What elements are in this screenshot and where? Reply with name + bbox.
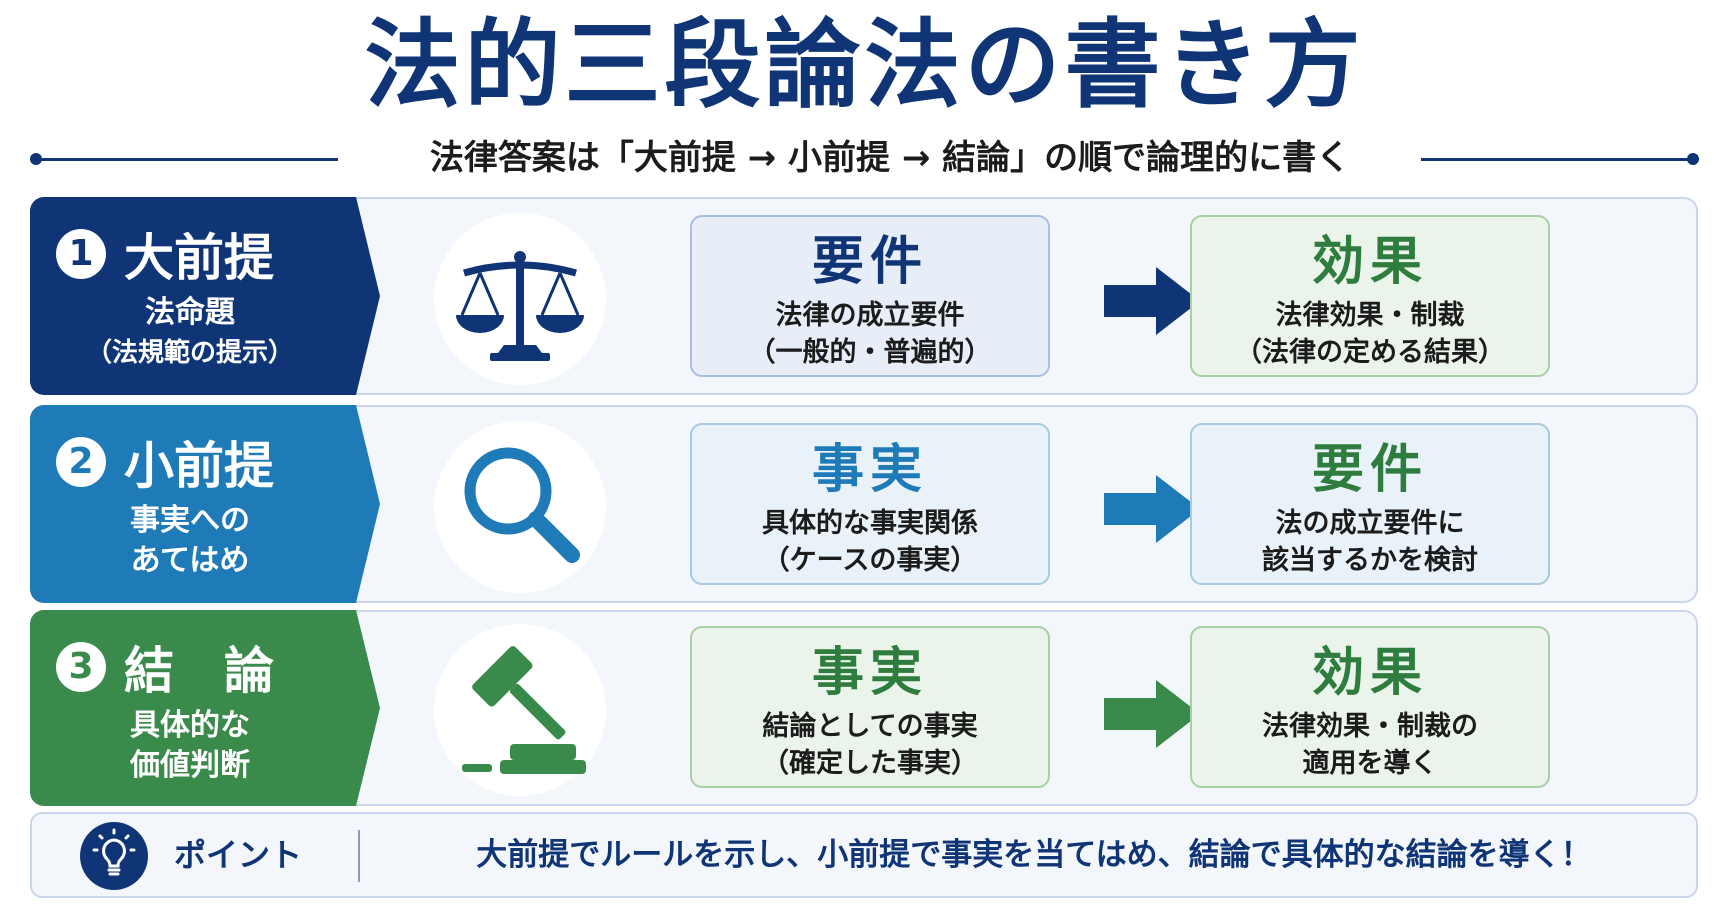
row-subtext: 事実への あてはめ [30,501,350,581]
row-number-badge: 3 [56,642,106,692]
requirement-box: 要件 法の成立要件に 該当するかを検討 [1190,423,1550,585]
point-divider [358,830,360,882]
box-line2: （ケースの事実） [762,545,978,576]
box-body: 法律の成立要件 （一般的・普遍的） [692,297,1048,371]
box-title: 要件 [811,232,928,292]
box-line1: 法律効果・制裁の [1262,711,1478,742]
page-title: 法的三段論法の書き方 [364,9,1365,121]
row-subtext-line2: （法規範の提示） [85,338,294,368]
arrow-right-icon [1104,475,1200,543]
magnifier-icon [434,421,606,593]
box-title: 事実 [811,643,928,703]
subtitle: 法律答案は「大前提 → 小前提 → 結論」の順で論理的に書く [429,138,1351,178]
fact-box: 事実 具体的な事実関係 （ケースの事実） [690,423,1050,585]
subtitle-dot-left [30,153,42,165]
row-subtext-line1: 法命題 [145,295,235,330]
fact-box: 事実 結論としての事実 （確定した事実） [690,626,1050,788]
box-line2: 適用を導く [1302,748,1438,779]
row-subtext: 法命題 （法規範の提示） [30,293,350,373]
row-heading-text: 大前提 [124,229,274,287]
row-conclusion: 3 結 論 具体的な 価値判断 事実 結論としての事実 （確定した事実） [30,610,1698,806]
subtitle-row: 法律答案は「大前提 → 小前提 → 結論」の順で論理的に書く [30,136,1699,180]
row-label-block: 2 小前提 事実への あてはめ [30,405,380,603]
gavel-icon [434,624,606,796]
subtitle-line-left [38,158,338,161]
row-number-badge: 2 [56,437,106,487]
box-body: 結論としての事実 （確定した事実） [692,708,1048,782]
box-title: 要件 [1311,440,1428,500]
box-line1: 法律の成立要件 [775,300,965,331]
row-heading-text: 小前提 [124,437,274,495]
box-title: 効果 [1311,643,1428,703]
box-line2: 該当するかを検討 [1262,545,1478,576]
point-text: 大前提でルールを示し、小前提で事実を当てはめ、結論で具体的な結論を導く！ [476,837,1592,873]
row-label-block: 3 結 論 具体的な 価値判断 [30,610,380,806]
box-body: 法律効果・制裁の 適用を導く [1192,708,1548,782]
row-heading-text: 結 論 [124,642,274,700]
effect-box: 効果 法律効果・制裁 （法律の定める結果） [1190,215,1550,377]
row-minor-premise: 2 小前提 事実への あてはめ 事実 具体的な事実関係 （ケースの事実） 要件 … [30,405,1698,603]
box-line1: 法律効果・制裁 [1275,300,1465,331]
row-label-block: 1 大前提 法命題 （法規範の提示） [30,197,380,395]
box-body: 具体的な事実関係 （ケースの事実） [692,505,1048,579]
row-heading: 3 結 論 [56,636,274,700]
lightbulb-icon [80,822,148,890]
row-subtext-line2: あてはめ [130,543,250,578]
box-title: 事実 [811,440,928,500]
subtitle-line-right [1421,158,1691,161]
box-line2: （法律の定める結果） [1235,337,1505,368]
row-subtext-line1: 事実への [130,503,250,538]
point-label: ポイント [174,836,303,874]
arrow-right-icon [1104,680,1200,748]
box-body: 法律効果・制裁 （法律の定める結果） [1192,297,1548,371]
box-line1: 法の成立要件に [1275,508,1465,539]
row-subtext-line2: 価値判断 [130,748,250,783]
requirement-box: 要件 法律の成立要件 （一般的・普遍的） [690,215,1050,377]
row-heading: 1 大前提 [56,223,274,287]
scales-icon [434,213,606,385]
effect-box: 効果 法律効果・制裁の 適用を導く [1190,626,1550,788]
arrow-right-icon [1104,267,1200,335]
box-title: 効果 [1311,232,1428,292]
box-line2: （一般的・普遍的） [748,337,992,368]
row-subtext-line1: 具体的な [130,708,250,743]
box-line2: （確定した事実） [762,748,978,779]
row-major-premise: 1 大前提 法命題 （法規範の提示） 要件 [30,197,1698,395]
row-subtext: 具体的な 価値判断 [30,706,350,786]
row-number-badge: 1 [56,229,106,279]
point-bar: ポイント 大前提でルールを示し、小前提で事実を当てはめ、結論で具体的な結論を導く… [30,812,1698,898]
box-line1: 具体的な事実関係 [762,508,978,539]
box-line1: 結論としての事実 [762,711,978,742]
subtitle-dot-right [1687,153,1699,165]
row-heading: 2 小前提 [56,431,274,495]
box-body: 法の成立要件に 該当するかを検討 [1192,505,1548,579]
